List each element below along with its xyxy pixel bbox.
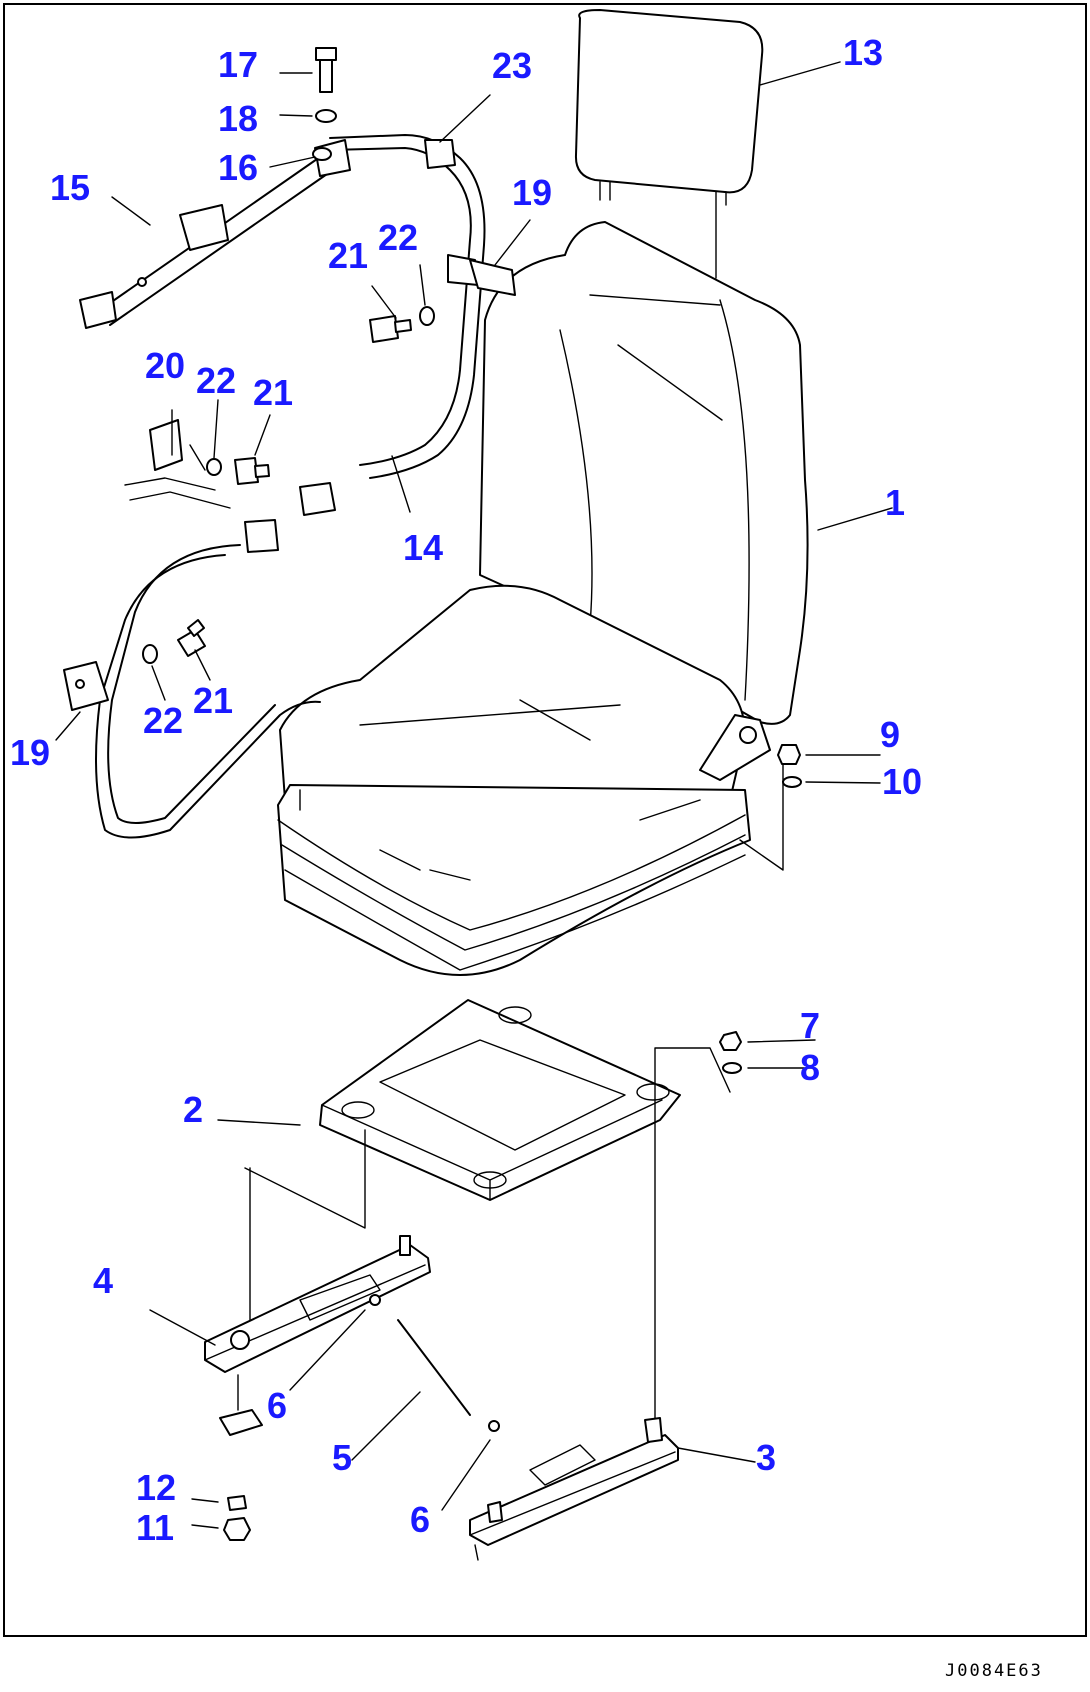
callout-21-lower: 21 [193,680,233,721]
callout-8: 8 [800,1047,820,1088]
bolt-21-upper [369,315,412,343]
callout-10: 10 [882,761,922,802]
callout-19-upper: 19 [512,172,552,213]
grab-bar-lower [95,519,321,839]
drawing-code: J0084E63 [945,1661,1043,1681]
callout-22-upper: 22 [378,217,418,258]
mounting-plate [244,999,731,1441]
bolt-17 [315,47,337,93]
callout-23: 23 [492,45,532,86]
pin-6-left [369,1294,381,1306]
shaft-5 [397,1319,471,1416]
washer-10 [782,776,802,788]
callout-19-lower: 19 [10,732,50,773]
bracket-20 [124,419,231,509]
callout-2: 2 [183,1089,203,1130]
callout-1: 1 [885,482,905,523]
bolt-21-left [234,457,270,485]
callout-22-lower: 22 [143,700,183,741]
grab-bar-top-rail [79,139,351,329]
callout-labels: 13 1 2 3 4 5 6 6 7 8 9 10 11 12 14 15 16… [10,32,922,1548]
nut-11 [223,1517,251,1541]
washer-8 [722,1062,742,1074]
callout-6-left: 6 [267,1385,287,1426]
seat-backrest [479,221,809,725]
callout-21-upper: 21 [328,235,368,276]
pin-6-right [488,1420,500,1432]
callout-9: 9 [880,714,900,755]
callout-5: 5 [332,1437,352,1478]
callout-18: 18 [218,98,258,139]
grab-bar-upper [299,134,516,516]
callout-14: 14 [403,527,443,568]
callout-4: 4 [93,1260,113,1301]
drawing-border [3,3,1087,1637]
washer-22-lower [142,644,158,664]
nut-9 [777,744,801,765]
callout-6-right: 6 [410,1499,430,1540]
callout-20: 20 [145,345,185,386]
callout-7: 7 [800,1005,820,1046]
washer-12 [227,1495,247,1511]
bolt-21-lower [177,619,206,657]
callout-22-middle: 22 [196,360,236,401]
callout-12: 12 [136,1467,176,1508]
suspension-base [277,784,751,976]
callout-3: 3 [756,1437,776,1478]
leader-lines [55,61,893,1529]
callout-21-middle: 21 [253,372,293,413]
callout-13: 13 [843,32,883,73]
slide-rail-right [469,1417,679,1561]
washer-22-upper [419,306,435,326]
bushing-16 [312,147,332,161]
headrest [574,9,764,279]
callout-17: 17 [218,44,258,85]
callout-15: 15 [50,167,90,208]
nut-7 [719,1031,742,1051]
washer-22-left [206,458,222,476]
slide-rail-left [204,1235,431,1436]
bracket-19-left [63,661,109,711]
washer-18 [315,109,337,123]
callout-11: 11 [136,1507,174,1548]
callout-16: 16 [218,147,258,188]
seat-side-bracket [699,714,784,871]
